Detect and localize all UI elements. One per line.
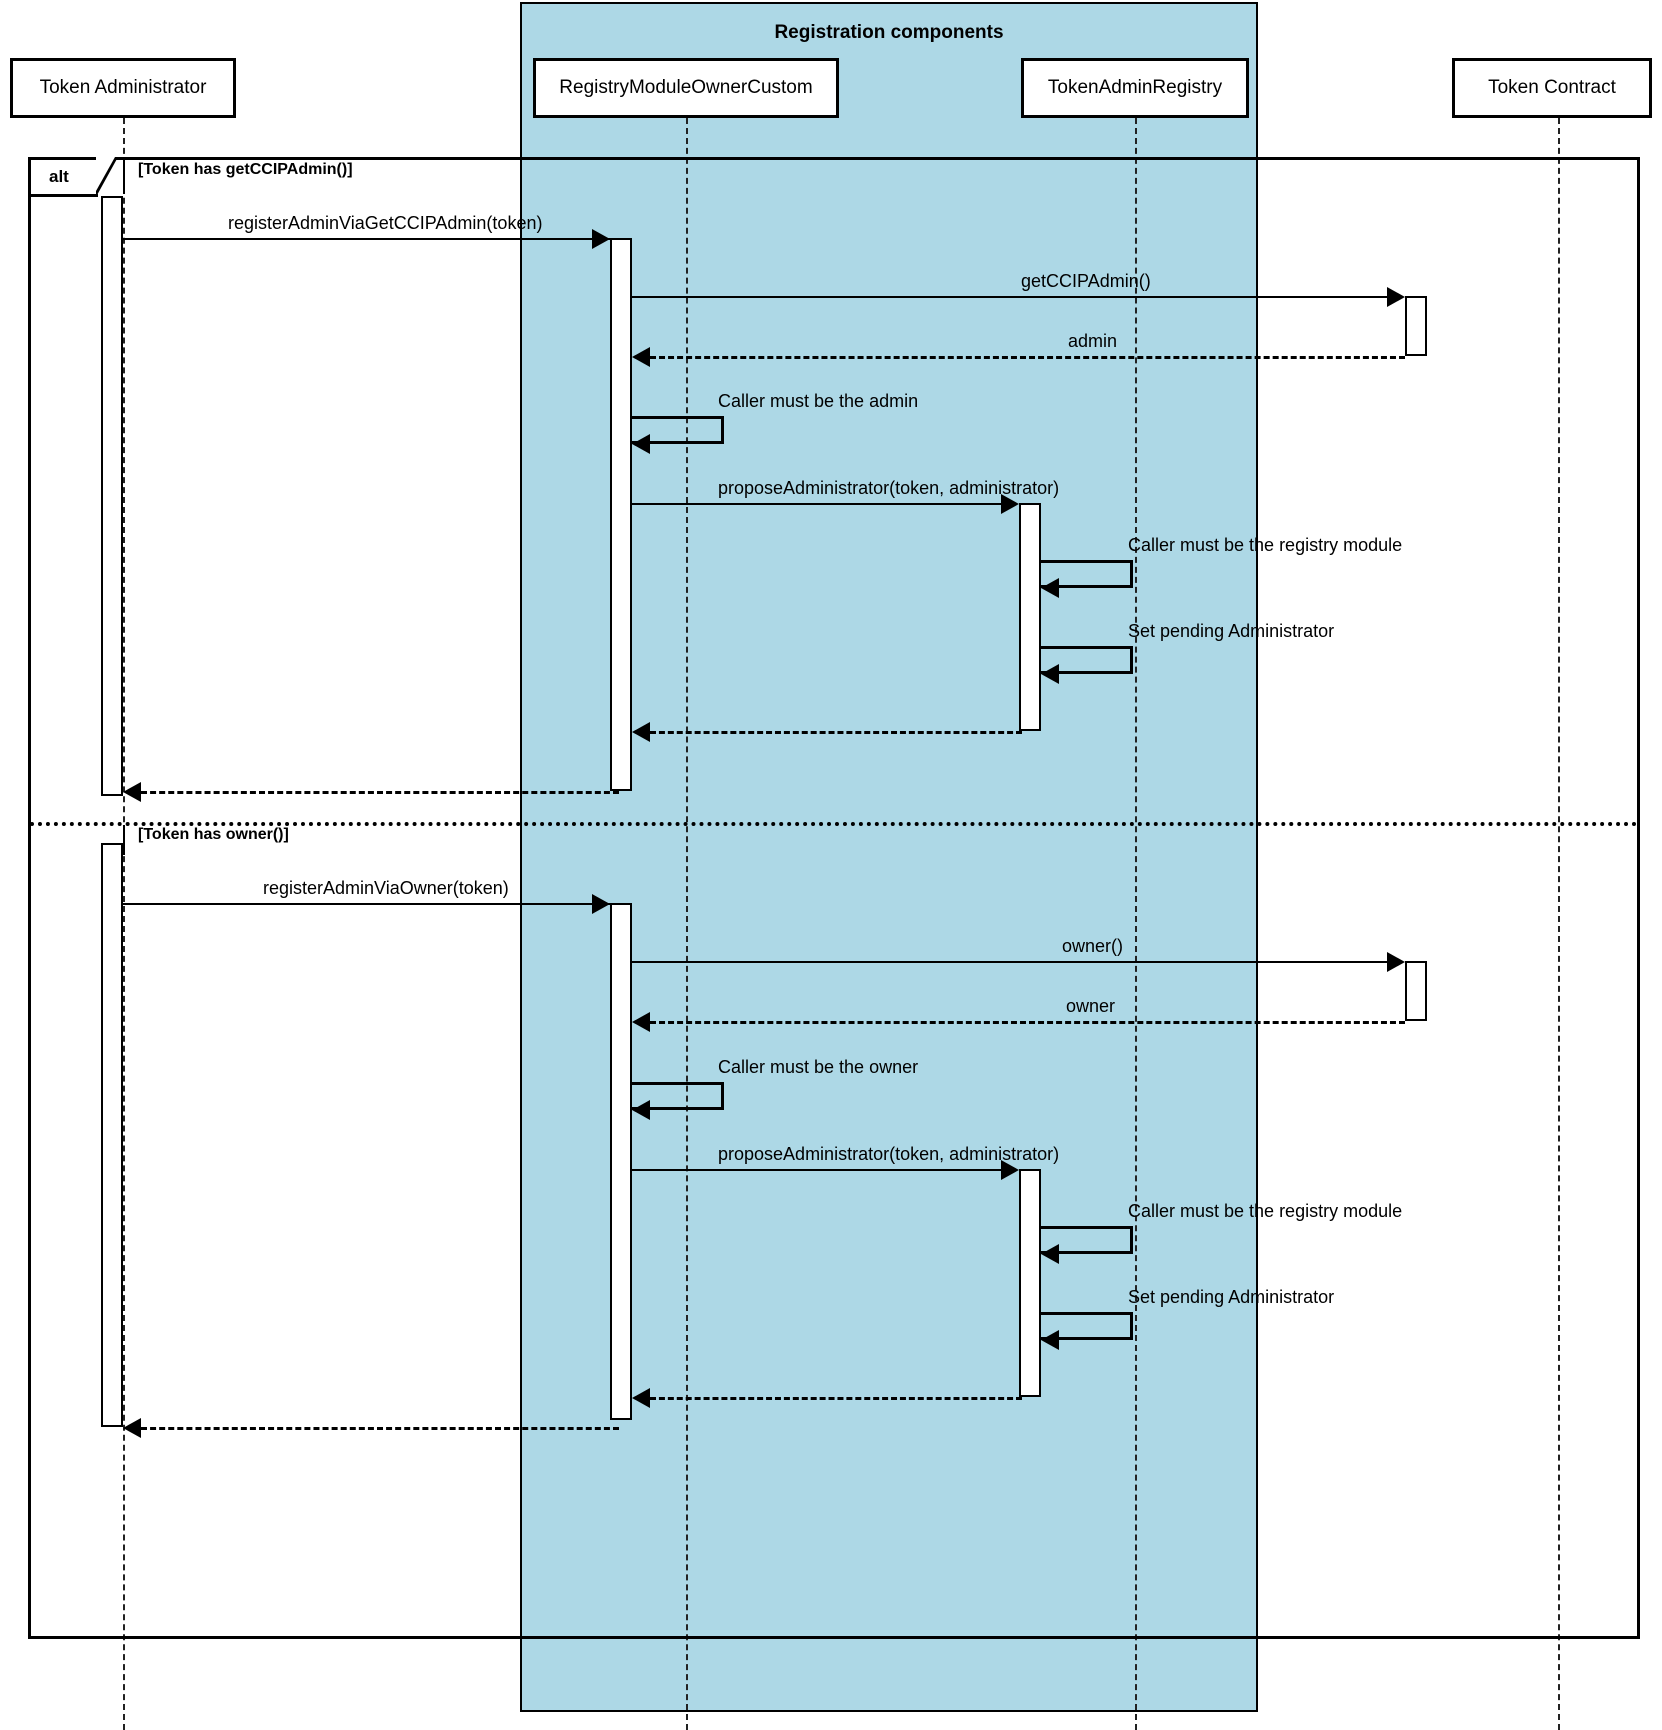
message-arrowhead-owner-return [632, 1012, 650, 1032]
participant-label: RegistryModuleOwnerCustom [559, 77, 813, 98]
message-arrowhead-return-admin-2 [123, 1418, 141, 1438]
self-message-arrowhead-set-pending-administrator-2 [1041, 1330, 1059, 1350]
self-message-label-set-pending-administrator-1: Set pending Administrator [1128, 621, 1335, 641]
message-line-register-admin-via-getccipadmin [123, 238, 610, 240]
message-arrowhead-owner-call [1387, 952, 1405, 972]
self-message-label-caller-must-be-admin: Caller must be the admin [718, 391, 919, 411]
message-arrowhead-register-admin-via-getccipadmin [592, 229, 610, 249]
self-message-label-caller-must-be-registry-module-2: Caller must be the registry module [1128, 1201, 1403, 1221]
self-message-box-caller-must-be-registry-module-2 [1041, 1226, 1133, 1254]
message-line-return-registry-2 [650, 1397, 1022, 1400]
self-message-arrowhead-caller-must-be-registry-module-2 [1041, 1244, 1059, 1264]
message-line-owner-return [650, 1021, 1405, 1024]
alt-guard-2: [Token has owner()] [138, 826, 289, 843]
lifeline-token-contract [1558, 118, 1560, 1730]
self-message-label-set-pending-administrator-2: Set pending Administrator [1128, 1287, 1335, 1307]
message-line-return-registry-1 [650, 731, 1022, 734]
guard-separator-1 [123, 160, 125, 194]
participant-token-contract[interactable]: Token Contract [1452, 58, 1652, 118]
self-message-box-caller-must-be-registry-module-1 [1041, 560, 1133, 588]
message-label-owner-call: owner() [1062, 936, 1124, 956]
message-arrowhead-return-registry-2 [632, 1388, 650, 1408]
alt-fragment-frame [28, 157, 1640, 1639]
self-message-arrowhead-caller-must-be-registry-module-1 [1041, 578, 1059, 598]
participant-registry-module-owner-custom[interactable]: RegistryModuleOwnerCustom [533, 58, 839, 118]
self-message-arrowhead-caller-must-be-admin [632, 434, 650, 454]
message-label-register-admin-via-owner: registerAdminViaOwner(token) [263, 878, 509, 898]
activation-registry-module-1 [610, 238, 632, 791]
message-label-admin-return: admin [1068, 331, 1118, 351]
self-message-box-set-pending-administrator-2 [1041, 1312, 1133, 1340]
alt-operand-divider [30, 822, 1638, 826]
message-line-return-admin-1 [141, 791, 619, 794]
lifeline-registry-module-owner-custom [686, 118, 688, 1730]
activation-token-administrator-1 [101, 196, 123, 796]
activation-token-admin-registry-1 [1019, 503, 1041, 731]
message-line-propose-administrator-1 [632, 503, 1001, 505]
message-arrowhead-getccipadmin [1387, 287, 1405, 307]
message-arrowhead-register-admin-via-owner [592, 894, 610, 914]
message-label-getccipadmin: getCCIPAdmin() [1021, 271, 1151, 291]
self-message-box-caller-must-be-admin [632, 416, 724, 444]
activation-token-contract-1 [1405, 296, 1427, 356]
lifeline-token-admin-registry [1135, 118, 1137, 1730]
participant-label: Token Contract [1488, 77, 1616, 98]
self-message-arrowhead-set-pending-administrator-1 [1041, 664, 1059, 684]
message-arrowhead-return-registry-1 [632, 722, 650, 742]
message-label-register-admin-via-getccipadmin: registerAdminViaGetCCIPAdmin(token) [228, 213, 543, 233]
message-line-admin-return [650, 356, 1405, 359]
message-line-register-admin-via-owner [123, 903, 610, 905]
message-arrowhead-return-admin-1 [123, 782, 141, 802]
self-message-box-caller-must-be-owner [632, 1082, 724, 1110]
self-message-label-caller-must-be-registry-module-1: Caller must be the registry module [1128, 535, 1403, 555]
participant-token-admin-registry[interactable]: TokenAdminRegistry [1021, 58, 1249, 118]
message-arrowhead-admin-return [632, 347, 650, 367]
message-arrowhead-propose-administrator-2 [1001, 1160, 1019, 1180]
participant-label: TokenAdminRegistry [1047, 77, 1223, 98]
alt-guard-1: [Token has getCCIPAdmin()] [138, 161, 353, 178]
alt-tag-label: alt [49, 167, 69, 186]
activation-registry-module-2 [610, 903, 632, 1420]
message-arrowhead-propose-administrator-1 [1001, 494, 1019, 514]
self-message-arrowhead-caller-must-be-owner [632, 1100, 650, 1120]
self-message-label-caller-must-be-owner: Caller must be the owner [718, 1057, 919, 1077]
self-message-box-set-pending-administrator-1 [1041, 646, 1133, 674]
message-line-return-admin-2 [141, 1427, 619, 1430]
alt-fragment-tag: alt [28, 157, 98, 197]
alt-tag-notch-inner [96, 157, 115, 191]
lifeline-token-administrator [123, 118, 125, 1730]
participant-token-administrator[interactable]: Token Administrator [10, 58, 236, 118]
message-label-propose-administrator-1: proposeAdministrator(token, administrato… [718, 478, 1060, 498]
guard-separator-2 [123, 825, 125, 855]
message-label-owner-return: owner [1066, 996, 1116, 1016]
message-line-propose-administrator-2 [632, 1169, 1001, 1171]
activation-token-admin-registry-2 [1019, 1169, 1041, 1397]
participant-label: Token Administrator [39, 77, 207, 98]
message-line-getccipadmin [632, 296, 1387, 298]
message-line-owner-call [632, 961, 1387, 963]
message-label-propose-administrator-2: proposeAdministrator(token, administrato… [718, 1144, 1060, 1164]
group-box-title: Registration components [774, 22, 1004, 43]
activation-token-administrator-2 [101, 843, 123, 1427]
activation-token-contract-2 [1405, 961, 1427, 1021]
